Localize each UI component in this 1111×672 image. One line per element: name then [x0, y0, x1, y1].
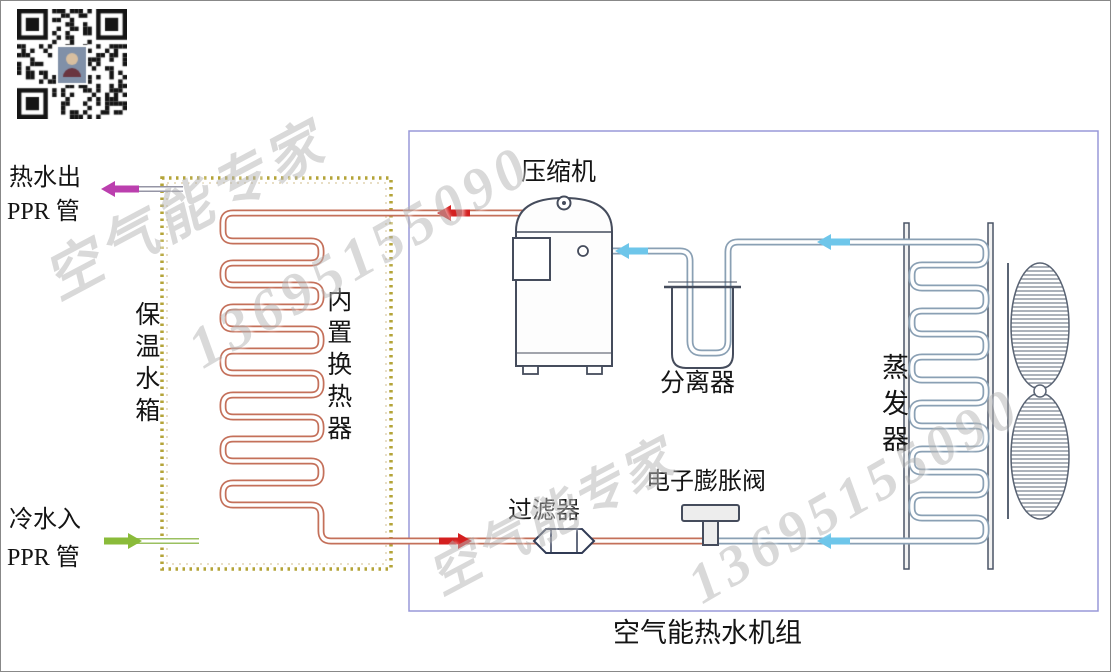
compressor-body [512, 195, 613, 375]
unit-enclosure-box [408, 130, 1099, 612]
ppr-pipe-label-top: PPR 管 [7, 199, 80, 225]
filter-body [532, 528, 596, 554]
cold-flow-arrow-suction-icon [615, 243, 648, 259]
compressor-terminal-box [512, 237, 551, 281]
cold-flow-arrow-evaporator-top-icon [817, 234, 850, 250]
tank-label: 保温水箱 [131, 301, 159, 429]
fan-blade-upper [1010, 262, 1070, 390]
compressor-label: 压缩机 [521, 159, 597, 186]
compressor-foot [586, 365, 603, 375]
cold-flow-arrow-evaporator-bottom-icon [817, 533, 850, 549]
flow-arrows [101, 181, 850, 549]
fan-hub [1033, 384, 1047, 398]
hot-water-out-arrow-icon [101, 181, 139, 197]
cold-water-in-arrow-icon [104, 533, 142, 549]
separator-label: 分离器 [660, 370, 736, 397]
heat-exchanger-label: 内置换热器 [323, 287, 351, 447]
hot-water-out-label: 热水出 [9, 165, 81, 191]
compressor-foot [522, 365, 539, 375]
unit-title: 空气能热水机组 [613, 618, 802, 648]
filter-label: 过滤器 [508, 498, 580, 524]
expansion-valve-label: 电子膨胀阀 [646, 469, 766, 495]
ppr-pipe-label-bottom: PPR 管 [7, 545, 80, 571]
compressor-suction-port [577, 245, 589, 257]
expansion-valve-body [681, 504, 740, 546]
evaporator-plates [903, 222, 994, 570]
evaporator-label: 蒸发器 [878, 353, 909, 461]
separator-vessel [664, 281, 741, 369]
hot-flow-arrow-left-icon [437, 205, 470, 221]
fan [1007, 262, 1070, 520]
cold-water-in-label: 冷水入 [9, 507, 81, 533]
qr-code-icon [17, 9, 127, 119]
hot-flow-arrow-right-icon [439, 533, 472, 549]
fan-blade-lower [1010, 392, 1070, 520]
